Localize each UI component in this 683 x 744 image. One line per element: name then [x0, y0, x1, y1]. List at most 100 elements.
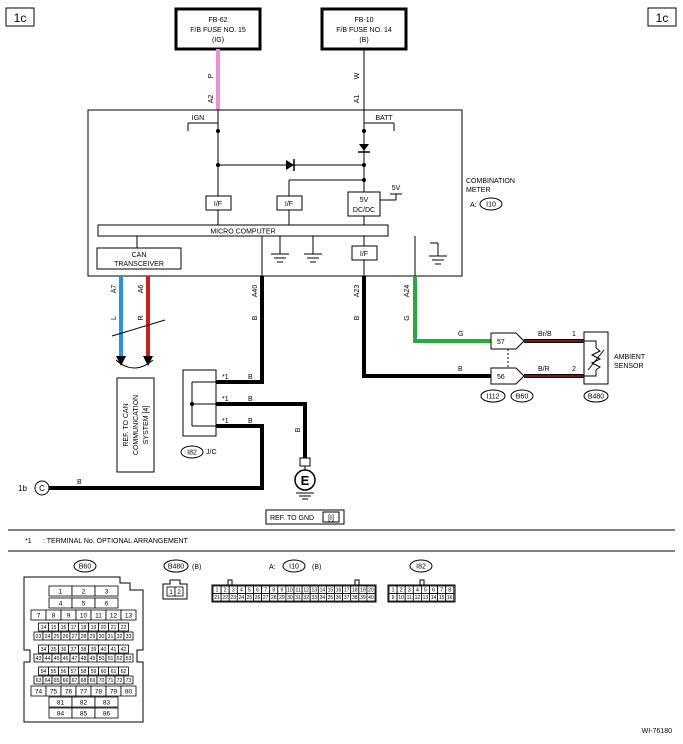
pin-label: 42 [121, 647, 127, 653]
pin-label: 1 [59, 588, 63, 595]
pin-label: 26 [63, 634, 69, 640]
pin-label: 36 [61, 647, 67, 653]
pin-cell [118, 666, 129, 676]
wire-a23 [362, 276, 497, 378]
pin-label: 6 [105, 600, 109, 607]
can-ref-3: SYSTEM [4] [143, 406, 150, 445]
can-transceiver-box [96, 247, 182, 270]
pin-label: 59 [91, 669, 97, 675]
v5-label: 5V [392, 185, 401, 192]
note-mark: *1 [25, 538, 32, 545]
wire-a40-pin: A40 [252, 285, 259, 298]
pin-label: 74 [35, 688, 43, 695]
pin-label: 24 [239, 595, 245, 601]
i10-prefix: A: [269, 564, 276, 571]
link-c-circle [34, 480, 50, 496]
pin-label: 4 [59, 600, 63, 607]
pin-label: 17 [344, 588, 350, 594]
pin-cell [94, 585, 119, 597]
conn-b480-oval [583, 389, 609, 403]
pin-label: 9 [280, 588, 283, 594]
pin-label: 86 [103, 710, 111, 717]
pin-label: 82 [80, 699, 88, 706]
pin-cell [120, 685, 137, 697]
meter-name-2: METER [466, 187, 491, 194]
pin-label: 61 [111, 669, 117, 675]
ign-label: IGN [192, 115, 204, 122]
jc-conn-oval [180, 445, 204, 459]
i10-cond: (B) [312, 564, 321, 571]
i82-title: I82 [416, 564, 426, 571]
pin-label: 63 [36, 678, 42, 684]
pin-label: 38 [81, 647, 87, 653]
pin-label: 64 [45, 678, 51, 684]
combination-meter-box [87, 109, 463, 277]
pin-label: 28 [271, 595, 277, 601]
conn-b480-label: B480 [588, 394, 604, 401]
wire-a40-color: B [252, 315, 259, 320]
pin-label: 7 [264, 588, 267, 594]
pin-label: 1 [392, 588, 395, 594]
pin-label: 23 [230, 595, 236, 601]
note-text: : TERMINAL No. OPTIONAL ARRANGEMENT [43, 538, 189, 545]
pin-label: 5 [248, 588, 251, 594]
i82-title-oval [409, 559, 433, 573]
can-label-2: TRANSCEIVER [114, 261, 164, 268]
pin-label: 11 [95, 612, 102, 619]
pin-label: 35 [328, 595, 334, 601]
pin-label: 33 [311, 595, 317, 601]
pin-label: 16 [447, 595, 453, 601]
fuse-fb62-name: FB-62 [208, 17, 227, 24]
fuse-fb62-box [174, 7, 262, 51]
fuse-fb62-cond: (IG) [212, 37, 224, 44]
pin-label: 25 [247, 595, 253, 601]
pin-label: 85 [80, 710, 88, 717]
pin-cell [94, 597, 119, 609]
pin-label: 8 [52, 612, 56, 619]
pin-label: 36 [336, 595, 342, 601]
pin-label: 76 [65, 688, 73, 695]
pin-label: 45 [54, 656, 60, 662]
jc-box [182, 369, 217, 437]
pin-label: 7 [440, 588, 443, 594]
pin-label: 39 [360, 595, 366, 601]
section-tag-left: 1c [14, 11, 27, 25]
connector-57-icon [490, 332, 525, 350]
wire-a40 [216, 276, 264, 384]
pin-label: 68 [81, 678, 87, 684]
pin-label: 11 [295, 588, 300, 594]
resistor-icon [590, 347, 602, 371]
pin-label: 66 [63, 678, 69, 684]
pin-label: 10 [287, 588, 293, 594]
gnd-ref-code: [I] [328, 515, 334, 522]
arrow-down-icon [143, 356, 153, 366]
pin-label: 80 [125, 688, 133, 695]
pin-label: 47 [72, 656, 78, 662]
pin-label: 40 [368, 595, 374, 601]
pin-label: 75 [50, 688, 58, 695]
pin-cell [445, 593, 455, 602]
fuse-fb10-cond: (B) [359, 37, 368, 44]
pin-label: 29 [90, 634, 96, 640]
pin-label: 41 [111, 647, 117, 653]
wire-l-color: L [111, 316, 118, 320]
pin-label: 21 [214, 595, 220, 601]
pin-label: 55 [51, 669, 57, 675]
pin-label: 81 [57, 699, 65, 706]
wire-a23-color: B [354, 315, 361, 320]
fuse-fb10-desc: F/B FUSE NO. 14 [336, 27, 392, 34]
wire-r-pin: A6 [138, 285, 145, 294]
sensor-pin-2: 2 [572, 366, 576, 373]
conn-i112-label: I112 [486, 394, 499, 401]
pin-label: 38 [352, 595, 358, 601]
jc-b-3: B [248, 418, 253, 425]
wire-white-color: W [354, 72, 361, 79]
pin-label: 77 [80, 688, 88, 695]
wire-1b-link [49, 424, 264, 490]
pin-label: 20 [101, 625, 107, 631]
figure-id: WI-76180 [642, 728, 672, 735]
pin-cell [123, 653, 134, 663]
pin-label: 51 [108, 656, 114, 662]
dcdc-label-1: 5V [360, 197, 369, 204]
meter-conn-oval [479, 197, 503, 211]
